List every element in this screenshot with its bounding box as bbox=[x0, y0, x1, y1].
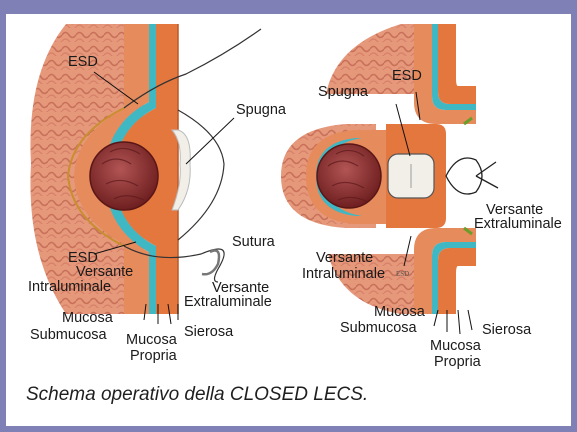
right-wall-bottom-muscle bbox=[438, 248, 476, 314]
right-suture bbox=[446, 158, 498, 194]
left-label-mucosa: Mucosa bbox=[62, 310, 114, 326]
right-label-submucosa: Submucosa bbox=[340, 320, 418, 336]
right-label-spugna: Spugna bbox=[318, 84, 369, 100]
left-label-versante-intra-2: Intraluminale bbox=[28, 279, 111, 295]
diagram-svg: ESD Spugna Sutura ESD Versante Intralumi… bbox=[6, 14, 571, 370]
figure-caption: Schema operativo della CLOSED LECS. bbox=[26, 384, 556, 406]
right-label-versante-intra-1: Versante bbox=[316, 250, 373, 266]
left-label-esd-top: ESD bbox=[68, 54, 98, 70]
right-label-versante-extra-2: Extraluminale bbox=[474, 216, 562, 232]
left-label-sierosa: Sierosa bbox=[184, 324, 234, 340]
right-label-sierosa: Sierosa bbox=[482, 322, 532, 338]
left-label-spugna: Spugna bbox=[236, 102, 287, 118]
left-label-versante-intra-1: Versante bbox=[76, 264, 133, 280]
right-schema: Spugna ESD Versante Extraluminale Versan… bbox=[281, 24, 562, 370]
right-label-mucosa: Mucosa bbox=[374, 304, 426, 320]
right-label-versante-intra-2: Intraluminale bbox=[302, 266, 385, 282]
right-tumor bbox=[317, 144, 381, 208]
closed-lecs-diagram: ESD Spugna Sutura ESD Versante Intralumi… bbox=[6, 14, 571, 370]
left-label-mucosa-propria-1: Mucosa bbox=[126, 332, 178, 348]
right-label-mucosa-propria-1: Mucosa bbox=[430, 338, 482, 354]
right-label-esd-small: ESD bbox=[396, 270, 409, 278]
left-label-sutura: Sutura bbox=[232, 234, 276, 250]
right-label-mucosa-propria-2: Propria bbox=[434, 354, 482, 370]
left-tumor bbox=[90, 142, 158, 210]
left-label-submucosa: Submucosa bbox=[30, 327, 108, 343]
left-schema: ESD Spugna Sutura ESD Versante Intralumi… bbox=[28, 24, 287, 364]
left-label-versante-extra-2: Extraluminale bbox=[184, 294, 272, 310]
right-label-esd: ESD bbox=[392, 68, 422, 84]
left-label-mucosa-propria-2: Propria bbox=[130, 348, 178, 364]
right-wall-top-muscle bbox=[438, 24, 476, 104]
